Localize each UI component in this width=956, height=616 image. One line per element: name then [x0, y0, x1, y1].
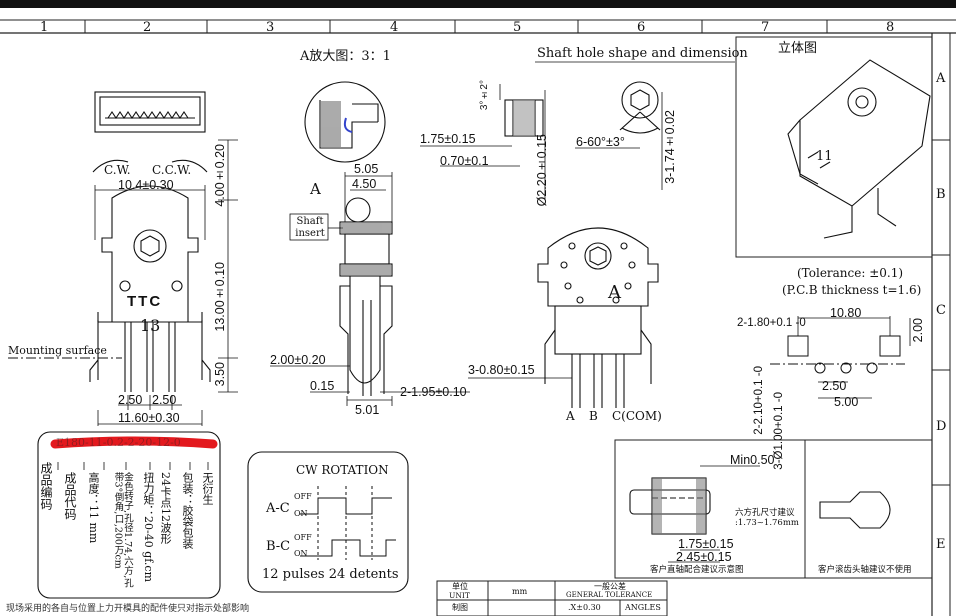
ttc-logo: TTC: [127, 293, 163, 310]
hex-hole-note: 六方孔尺寸建议 :1.73~1.76mm: [735, 508, 799, 529]
pcb-thickness: (P.C.B thickness t=1.6): [782, 283, 922, 297]
dim-pitch-left: 2.50: [118, 393, 143, 407]
rotation-a-c: A-C: [266, 501, 290, 516]
dim-pcb-5-00: 5.00: [834, 395, 859, 409]
dim-2-00: 2.00±0.20: [270, 353, 326, 367]
rotation-ccw-label: C.C.W.: [152, 163, 192, 177]
dim-min-0-50: Min0.50: [730, 453, 775, 467]
tb-tol-x: .X±0.30: [568, 603, 601, 612]
mounting-surface-label: Mounting surface: [8, 344, 107, 357]
tb-angles: ANGLES: [625, 603, 661, 612]
grid-col-5: 5: [513, 20, 522, 35]
legend-columns: 成品编码 成品代码 高度：11 mm 金色转子,孔径1.74,六方,孔带3°倒角…: [39, 462, 218, 594]
detail-title: A放大图：3：1: [300, 49, 391, 64]
dim-angle: 3°±2°: [479, 80, 490, 111]
tb-gen-tol-en: GENERAL TOLERANCE: [566, 591, 653, 599]
dim-fit-2-45: 2.45±0.15: [676, 550, 732, 564]
dim-5-01: 5.01: [355, 403, 380, 417]
legend-item-5: 扭力矩：20-40 gf.cm: [142, 472, 155, 583]
rotation-on-1: ON: [294, 509, 308, 518]
tb-unit-value: mm: [512, 587, 528, 596]
grid-col-1: 1: [40, 20, 49, 35]
dim-5-05: 5.05: [354, 162, 379, 176]
caption-left: 客户直轴配合建议示意图: [650, 565, 744, 575]
grid-row-e: E: [936, 537, 946, 552]
dim-pcb-2-10: 2-2.10+0.1 -0: [753, 366, 765, 435]
dim-pcb-10-80: 10.80: [830, 306, 862, 320]
dim-pitch-right: 2.50: [152, 393, 177, 407]
rotation-pulses: 12 pulses 24 detents: [262, 567, 399, 582]
rotation-title: CW ROTATION: [296, 463, 389, 477]
stereo-title: 立体图: [778, 41, 818, 56]
dim-width-top: 10.4±0.30: [118, 178, 174, 192]
grid-col-2: 2: [143, 20, 152, 35]
dim-width-bottom: 11.60±0.30: [118, 411, 180, 425]
dim-height-leg: 3.50: [213, 362, 227, 387]
pin-c-label: C(COM): [612, 409, 662, 423]
detail-a-label: A: [310, 180, 321, 198]
pin-a-label: A: [566, 409, 575, 423]
pcb-tolerance: (Tolerance: ±0.1): [797, 266, 904, 280]
dim-pcb-1-80: 2-1.80+0.1 -0: [737, 317, 806, 329]
front-a-label: A: [608, 282, 621, 303]
dim-pcb-1-00: 3-Ø1.00+0.1 -0: [773, 392, 785, 470]
pin-b-label: B: [589, 409, 598, 423]
dim-60-deg: 6-60°±3°: [576, 135, 625, 149]
rotation-b-c: B-C: [266, 539, 291, 554]
stereo-code: 11: [816, 149, 833, 164]
grid-row-a: A: [936, 71, 946, 86]
rotation-on-2: ON: [294, 549, 308, 558]
dim-fit-1-75: 1.75±0.15: [678, 537, 734, 551]
grid-col-7: 7: [761, 20, 770, 35]
caption-right: 客户滚齿头轴建议不使用: [818, 565, 912, 575]
dim-pcb-2-00: 2.00: [911, 318, 925, 343]
dim-height-mid: 13.00±0.10: [213, 262, 227, 332]
dim-1-75: 1.75±0.15: [420, 132, 476, 146]
legend-item-4: 金色转子,孔径1.74,六方,孔带3°倒角,口,200万cm: [112, 472, 134, 588]
legend-item-7: 包装：胶袋包装: [181, 472, 194, 549]
dim-pcb-2-50: 2.50: [822, 379, 847, 393]
dim-0-70: 0.70±0.1: [440, 154, 489, 168]
legend-redacted-code: E180-11-0.2-2-20-12-0: [56, 436, 181, 449]
legend-item-2: 成品代码: [63, 472, 77, 520]
grid-col-3: 3: [266, 20, 275, 35]
grid-row-b: B: [936, 187, 946, 202]
dim-1-74: 3-1.74±0.02: [663, 110, 677, 184]
legend-item-8: 无衍生: [201, 472, 214, 505]
rotation-off-1: OFF: [294, 492, 312, 501]
tb-gen-tol: 一般公差: [594, 582, 626, 591]
shaft-hole-title: Shaft hole shape and dimension: [537, 46, 748, 61]
legend-item-3: 高度：11 mm: [87, 472, 100, 544]
grid-row-d: D: [936, 419, 947, 434]
dim-4-50: 4.50: [352, 177, 377, 191]
dim-2-20: Ø2.20±0.15: [535, 134, 549, 207]
rotation-cw-label: C.W.: [104, 163, 131, 177]
footer-note: 现场采用的各自与位置上力开模具的配件使只对指示处部影响: [6, 604, 250, 614]
dim-1-95: 2-1.95±0.10: [400, 385, 467, 399]
legend-item-6: 24卡点12波形: [159, 472, 172, 544]
part-code: 13: [140, 316, 161, 335]
tb-drawn: 制图: [452, 603, 468, 612]
dim-0-15: 0.15: [310, 379, 335, 393]
grid-row-c: C: [936, 303, 946, 318]
grid-col-8: 8: [886, 20, 895, 35]
grid-col-4: 4: [390, 20, 399, 35]
shaft-insert-label: Shaft insert: [295, 216, 325, 239]
tb-unit-label: 单位: [452, 582, 468, 591]
tb-unit-en: UNIT: [449, 591, 470, 600]
dim-height-top: 4.00±0.20: [213, 144, 227, 207]
legend-item-1: 成品编码: [39, 462, 53, 510]
grid-col-6: 6: [637, 20, 646, 35]
dim-0-80: 3-0.80±0.15: [468, 363, 535, 377]
rotation-off-2: OFF: [294, 533, 312, 542]
